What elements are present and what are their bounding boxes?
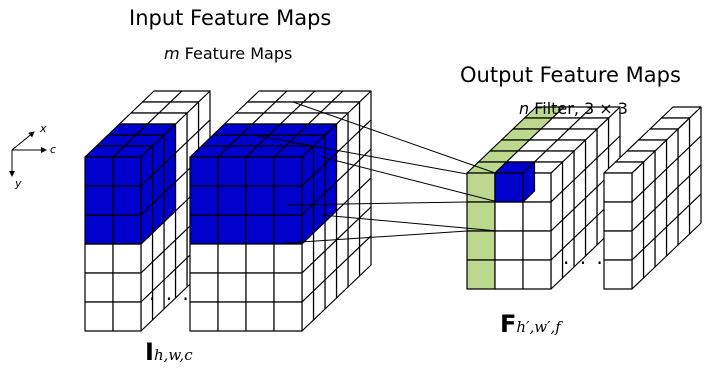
front-cell xyxy=(189,185,219,216)
front-cell xyxy=(245,185,275,216)
connection-line xyxy=(285,230,468,244)
front-cell xyxy=(217,185,247,216)
front-cell xyxy=(603,172,633,203)
front-cell xyxy=(273,185,303,216)
output-symbol-subscript: h′,w′,f xyxy=(516,318,561,336)
connection-line xyxy=(285,201,468,206)
output-symbol-letter: F xyxy=(500,310,517,338)
front-cell xyxy=(273,301,303,332)
front-cell xyxy=(245,243,275,274)
input-tensor-symbol: Ih,w,c xyxy=(145,338,193,366)
front-cell xyxy=(273,214,303,245)
connection-line xyxy=(321,214,499,232)
front-cell xyxy=(603,201,633,232)
front-cell xyxy=(273,272,303,303)
front-cell xyxy=(84,214,114,245)
front-cell xyxy=(112,214,142,245)
connection-line xyxy=(292,101,499,175)
front-cell xyxy=(189,301,219,332)
front-cell xyxy=(84,185,114,216)
input-count-text: Feature Maps xyxy=(179,44,293,63)
output-ellipsis: · · · xyxy=(563,251,605,275)
front-cell xyxy=(112,243,142,274)
input-symbol-letter: I xyxy=(145,338,154,366)
front-cell xyxy=(217,156,247,187)
front-cell xyxy=(189,243,219,274)
front-cell xyxy=(494,259,524,290)
front-cell xyxy=(494,230,524,261)
output-count-variable: n xyxy=(519,99,530,118)
output-cell-front xyxy=(494,172,524,203)
front-cell xyxy=(466,201,496,232)
front-cell xyxy=(522,230,552,261)
front-cell xyxy=(84,156,114,187)
front-cell xyxy=(522,259,552,290)
input-count-variable: m xyxy=(164,44,180,63)
input-feature-map-block-2 xyxy=(189,90,372,332)
axis-label-y: y xyxy=(15,177,22,190)
front-cell xyxy=(466,259,496,290)
receptive-field-connection-lines xyxy=(257,101,499,244)
axis-label-c: c xyxy=(50,143,57,156)
front-cell xyxy=(189,272,219,303)
front-cell xyxy=(112,272,142,303)
front-cell xyxy=(273,156,303,187)
input1-highlight-outline xyxy=(85,210,176,245)
front-cell xyxy=(189,156,219,187)
front-cell xyxy=(189,214,219,245)
front-cell xyxy=(245,272,275,303)
front-cell xyxy=(273,243,303,274)
output-feature-map-block-1 xyxy=(466,106,621,290)
input-ellipsis: · · · xyxy=(149,287,191,311)
front-cell xyxy=(603,230,633,261)
input-symbol-subscript: h,w,c xyxy=(153,346,193,364)
front-cell xyxy=(112,301,142,332)
front-cell xyxy=(245,156,275,187)
output-tensor-symbol: Fh′,w′,f xyxy=(500,310,561,338)
front-cell xyxy=(84,243,114,274)
front-cell xyxy=(466,230,496,261)
axis-label-x: x xyxy=(40,122,47,135)
output-feature-map-block-2 xyxy=(603,106,702,290)
front-cell xyxy=(245,214,275,245)
front-cell xyxy=(494,201,524,232)
input-count-label: m Feature Maps xyxy=(164,44,292,63)
output-count-text: Filter, 3 × 3 xyxy=(529,99,628,118)
front-cell xyxy=(112,185,142,216)
front-cell xyxy=(112,156,142,187)
input-title: Input Feature Maps xyxy=(129,6,332,30)
output-title: Output Feature Maps xyxy=(460,63,681,87)
front-cell xyxy=(217,272,247,303)
front-cell xyxy=(217,214,247,245)
front-cell xyxy=(84,272,114,303)
output-count-label: n Filter, 3 × 3 xyxy=(519,99,628,118)
front-cell xyxy=(217,243,247,274)
front-cell xyxy=(522,201,552,232)
front-cell xyxy=(84,301,114,332)
front-cell xyxy=(603,259,633,290)
axis-x-arrow xyxy=(11,131,35,151)
connection-line xyxy=(321,156,499,203)
front-cell xyxy=(245,301,275,332)
connection-line xyxy=(257,135,468,175)
output-cell-side xyxy=(522,161,536,203)
coordinate-axes-icon xyxy=(9,131,47,177)
front-cell xyxy=(217,301,247,332)
